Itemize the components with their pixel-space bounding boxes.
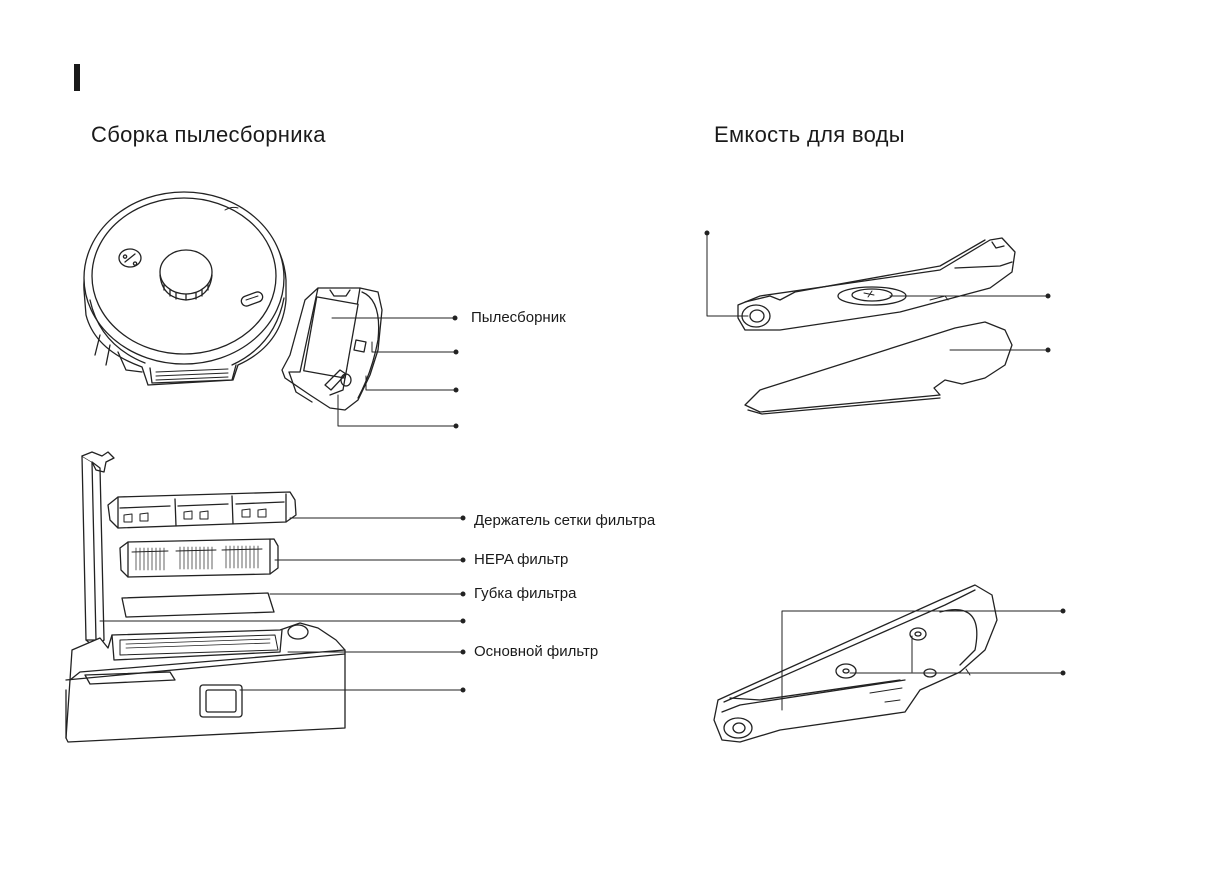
water-tank-leader-lines [704, 230, 1051, 353]
callout-dust-box: Пылесборник [471, 309, 566, 326]
water-tank-top-illustration [737, 237, 1016, 331]
water-tank-bottom-leader-lines [781, 608, 1066, 711]
section-marker-bar [74, 64, 80, 91]
callout-filter-holder: Держатель сетки фильтра [474, 512, 656, 529]
mop-cloth-illustration [744, 321, 1013, 415]
dust-box-exploded-illustration [65, 451, 346, 743]
dust-box-illustration [281, 287, 383, 411]
water-tank-heading: Емкость для воды [714, 122, 905, 147]
robot-vacuum-illustration [83, 191, 287, 386]
dust-leader-lines [99, 315, 466, 693]
callout-filter-sponge: Губка фильтра [474, 585, 577, 602]
callout-main-filter: Основной фильтр [474, 643, 599, 660]
dust-box-assembly-heading: Сборка пылесборника [91, 122, 326, 147]
callout-hepa-filter: HEPA фильтр [474, 551, 569, 568]
water-tank-bottom-illustration [713, 584, 998, 743]
